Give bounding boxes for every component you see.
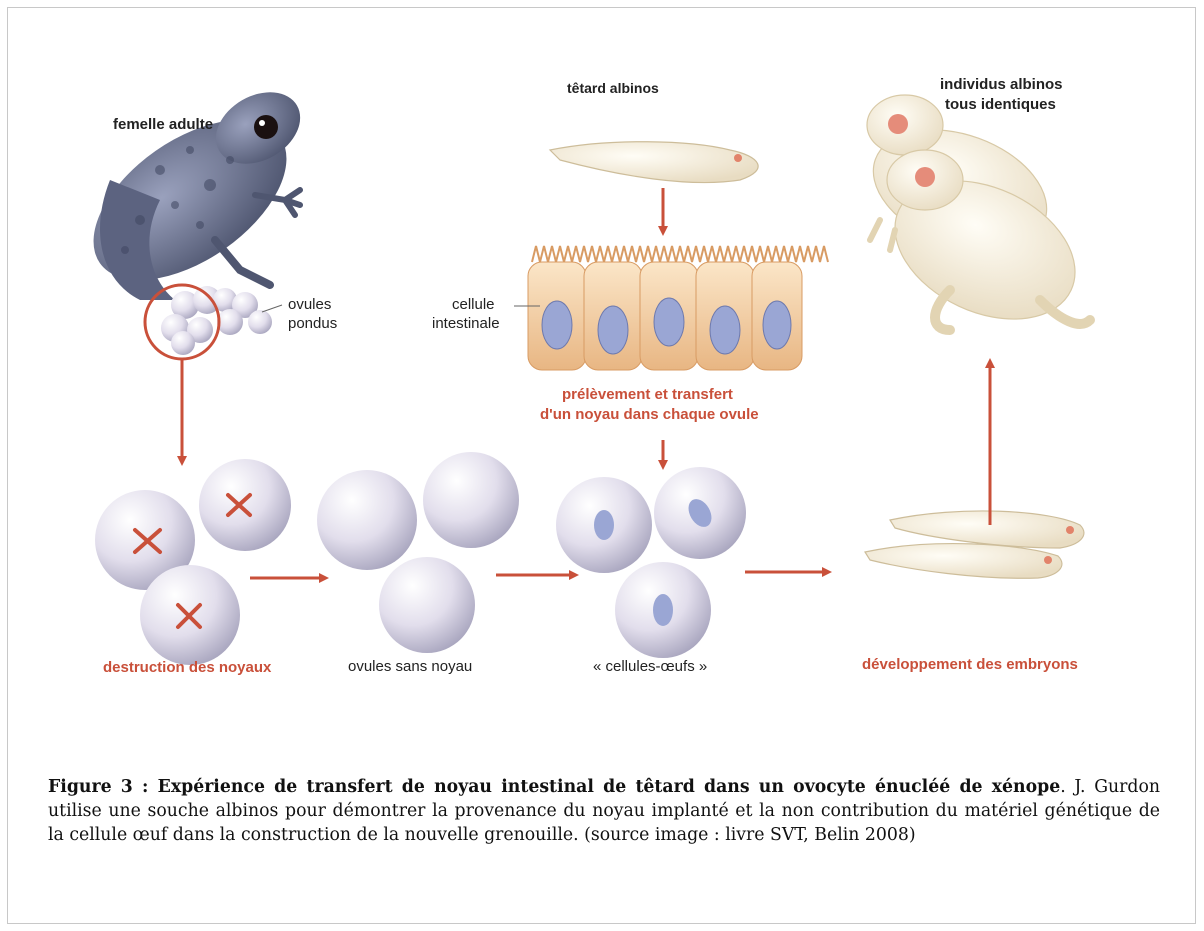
albino-tadpole-donor [550,142,758,183]
enucleated-eggs [317,452,519,653]
gurdon-experiment-diagram: femelle adulte têtard albinos individus … [0,0,1204,720]
label-albino-individuals-2: tous identiques [945,96,1056,113]
label-egg-cells: « cellules-œufs » [593,658,707,675]
label-embryo-development: développement des embryons [862,656,1078,673]
label-transfer-1: prélèvement et transfert [562,386,733,403]
albino-embryos [865,511,1084,578]
label-enucleated-eggs: ovules sans noyau [348,658,472,675]
caption-title: Figure 3 : Expérience de transfert de no… [48,777,1060,797]
label-laid-eggs-2: pondus [288,315,337,332]
label-intestinal-cell-2: intestinale [432,315,500,332]
label-transfer-2: d'un noyau dans chaque ovule [540,406,759,423]
eggs-nuclei-destroyed [95,459,291,665]
adult-female-frog [65,78,314,312]
intestinal-cells [514,246,828,370]
egg-cells-with-nucleus [556,467,746,658]
label-adult-female: femelle adulte [113,116,213,133]
label-albino-tadpole: têtard albinos [567,80,659,96]
label-laid-eggs-1: ovules [288,296,331,313]
label-intestinal-cell-1: cellule [452,296,495,313]
albino-adult-frogs [857,95,1098,346]
figure-caption: Figure 3 : Expérience de transfert de no… [48,775,1160,847]
label-nuclei-destruction: destruction des noyaux [103,659,271,676]
label-albino-individuals-1: individus albinos [940,76,1063,93]
